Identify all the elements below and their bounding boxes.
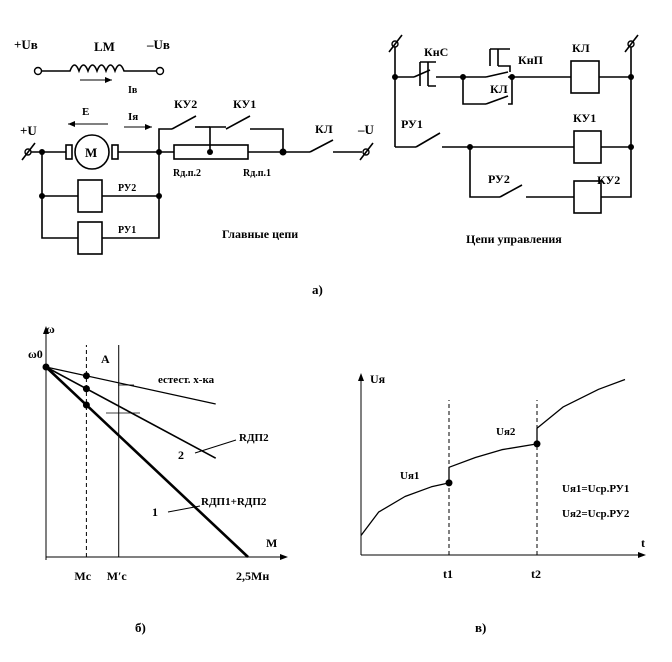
chart-b-curve1-num-label: 1: [152, 505, 158, 519]
main-circuits: +Uв –Uв LM Iв +U –U Е Iя: [14, 37, 375, 255]
field-current-label: Iв: [128, 85, 138, 96]
relay-ru1-label: РУ1: [118, 225, 136, 236]
armature-minus-label: –U: [357, 122, 375, 137]
control-circuits: КнС КнП КЛ КЛ РУ1 КУ1 РУ2 КУ2 Цепи управ…: [388, 34, 639, 246]
armature-plus-label: +U: [20, 123, 37, 138]
chart-b-tick-label-1: Мс: [74, 569, 91, 583]
relay-ru1-coil: [77, 221, 103, 255]
relay-ru2-coil: [77, 179, 103, 213]
chart-c-eq2-label: Uя2=Uср.РУ2: [562, 508, 630, 520]
chart-b-natural-label: естест. х-ка: [158, 374, 215, 386]
contact-ru2-label: РУ2: [488, 172, 510, 186]
coil-ku2-label: КУ2: [597, 173, 620, 187]
motor-brush-left: [65, 144, 73, 160]
chart-b-curve1-res-label: RДП1+RДП2: [201, 496, 267, 508]
contact-ku1: [225, 115, 251, 130]
contact-ru1: [415, 132, 441, 148]
chart-c-u1-label: Uя1: [400, 470, 419, 482]
field-winding: [41, 64, 157, 74]
chart-c-tick-label-2: t2: [531, 567, 541, 581]
chart-b-ylabel: ω: [46, 322, 55, 336]
chart-b-xlabel: М: [266, 536, 277, 550]
chart-b-tick-label-3: 2,5Мн: [236, 569, 269, 583]
button-start-label: КнС: [424, 45, 448, 59]
field-terminal-left: [33, 66, 43, 76]
chart-c-eq1-label: Uя1=Uср.РУ1: [562, 483, 629, 495]
coil-kl-label: КЛ: [572, 41, 590, 55]
chart-b-switch-point-1: [82, 372, 90, 380]
main-circuit-caption: Главные цепи: [222, 227, 298, 241]
coil-kl: [570, 60, 600, 94]
holding-contact-kl: [485, 95, 509, 105]
field-minus-label: –Uв: [146, 37, 170, 52]
chart-b-series-1: [45, 366, 216, 405]
motor-symbol: [74, 134, 110, 170]
contact-ru1-label: РУ1: [401, 117, 423, 131]
chart-b-curve2-num-label: 2: [178, 448, 184, 462]
chart-b-omega0-label: ω0: [28, 347, 43, 361]
chart-b-omega0-point: [42, 363, 50, 371]
panel-label-c: в): [475, 620, 486, 635]
button-stop-symbol: [489, 48, 511, 72]
chart-b-switch-point-2: [82, 385, 90, 393]
button-stop-contact: [485, 71, 509, 78]
coil-ku1-label: КУ1: [573, 111, 596, 125]
contact-ru2: [499, 184, 523, 198]
chart-c-ylabel: Uя: [370, 372, 386, 386]
chart-c-u2-label: Uя2: [496, 426, 516, 438]
contact-ku2: [171, 115, 197, 130]
holding-contact-kl-label: КЛ: [490, 82, 508, 96]
contact-ku1-label: КУ1: [233, 97, 256, 111]
coil-ku1: [573, 130, 602, 164]
control-circuit-caption: Цепи управления: [466, 232, 562, 246]
emf-label: Е: [82, 106, 89, 118]
chart-c-series-ua: [360, 378, 626, 536]
chart-armature-voltage: Uя t t1 t2 Uя1 Uя2 Uя1=Uср.РУ1 Uя2=Uср.РУ…: [358, 372, 646, 581]
chart-c-tick-label-1: t1: [443, 567, 453, 581]
coil-ku2: [573, 180, 602, 214]
resistor-2-label: Rд.п.2: [173, 168, 201, 179]
button-start-symbol: [419, 61, 436, 87]
button-stop-label: КнП: [518, 53, 544, 67]
motor-brush-right: [111, 144, 119, 160]
contact-kl-label: КЛ: [315, 122, 333, 136]
chart-c-xlabel: t: [641, 536, 645, 550]
relay-ru2-label: РУ2: [118, 183, 136, 194]
field-plus-label: +Uв: [14, 37, 38, 52]
contact-kl: [309, 139, 334, 153]
chart-b-tick-label-2: М′с: [107, 569, 128, 583]
chart-b-point-a-label: А: [101, 352, 110, 366]
chart-b-curve2-res-label: RДП2: [239, 432, 269, 444]
contact-ku2-label: КУ2: [174, 97, 197, 111]
armature-current-label: Iя: [128, 111, 138, 123]
field-winding-label: LM: [94, 39, 115, 54]
panel-label-b: б): [135, 620, 146, 635]
field-terminal-right: [155, 66, 165, 76]
chart-c-switch-point-2: [533, 440, 541, 448]
panel-label-a: а): [312, 282, 323, 297]
chart-b-switch-point-3: [82, 401, 90, 409]
field-circuit: +Uв –Uв LM Iв: [14, 37, 170, 96]
chart-c-switch-point-1: [445, 479, 453, 487]
resistor-1-label: Rд.п.1: [243, 168, 271, 179]
chart-b-series-3: [45, 366, 249, 558]
armature-circuit: +U –U Е Iя M Rд.п.2 Rд.п.1: [20, 97, 375, 255]
motor-label: M: [85, 145, 97, 160]
